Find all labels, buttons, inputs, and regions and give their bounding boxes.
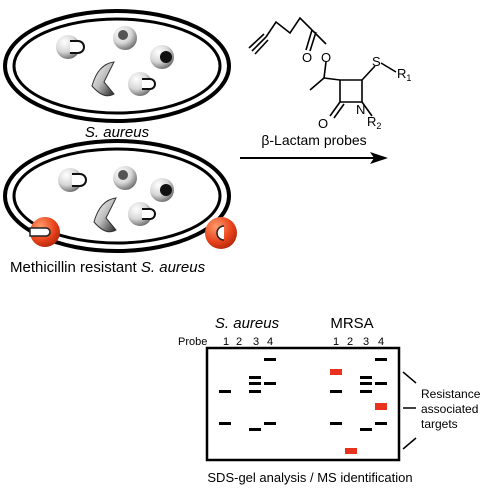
lane-number: 2 xyxy=(347,336,353,348)
gel-band xyxy=(360,382,372,385)
protein-icon xyxy=(58,168,87,192)
gel-band xyxy=(219,390,231,393)
gel-band xyxy=(375,382,387,385)
protein-icon xyxy=(128,202,156,226)
resistance-band xyxy=(345,448,357,454)
gel-band xyxy=(360,428,372,431)
lane-number: 3 xyxy=(253,336,259,348)
gel-group2-label: MRSA xyxy=(330,315,373,332)
structure-r2-label: R2 xyxy=(367,114,381,131)
protein-icon xyxy=(113,166,137,190)
structure-sulfur-label: S xyxy=(372,54,381,69)
cell-wall-outer xyxy=(3,9,231,123)
gel-group1-label: S. aureus xyxy=(215,315,280,332)
lane-number: 3 xyxy=(363,336,369,348)
cell-wall-inner xyxy=(12,147,222,245)
orange-resistance-protein-icon xyxy=(205,217,237,249)
orange-membrane-protein-icon xyxy=(29,217,60,247)
lane-number: 1 xyxy=(223,336,229,348)
protein-icon xyxy=(128,72,156,96)
structure-r1-label: R1 xyxy=(397,66,411,83)
gel-band xyxy=(264,382,276,385)
resistance-band xyxy=(330,369,342,375)
probes-label: β-Lactam probes xyxy=(261,132,366,148)
gel-band xyxy=(330,390,342,393)
lane-numbers-group2: 1 2 3 4 xyxy=(333,336,384,348)
gel-band xyxy=(360,376,372,379)
gel-band xyxy=(219,422,231,425)
structure-oxygen-label: O xyxy=(302,50,312,65)
cell-wall-outer xyxy=(3,139,231,253)
protein-icon xyxy=(113,26,137,50)
gel-bands xyxy=(219,358,387,454)
lane-number: 1 xyxy=(333,336,339,348)
resistance-band xyxy=(375,403,387,410)
resistance-label-line: targets xyxy=(421,417,458,431)
structure-nitrogen-label: N xyxy=(356,102,365,117)
mrsa-cell xyxy=(3,139,237,253)
mrsa-label: Methicillin resistant S. aureus xyxy=(10,259,206,276)
protein-wedge-icon xyxy=(93,197,117,233)
gel-band xyxy=(264,358,276,361)
gel-band xyxy=(330,422,342,425)
resistance-targets-label: Resistance associated targets xyxy=(421,387,481,431)
target-pointer-lines xyxy=(402,371,417,450)
structure-oxygen-label: O xyxy=(321,50,331,65)
lane-number: 4 xyxy=(267,336,273,348)
protein-icon xyxy=(56,35,85,59)
s-aureus-cell xyxy=(3,9,231,123)
gel-band xyxy=(249,390,261,393)
beta-lactam-structure xyxy=(248,16,397,119)
lane-numbers-group1: 1 2 3 4 xyxy=(223,336,273,348)
protein-icon xyxy=(150,45,174,69)
gel-band xyxy=(264,422,276,425)
protein-icon xyxy=(150,178,174,202)
gel-caption: SDS-gel analysis / MS identification xyxy=(207,470,412,485)
lane-number: 2 xyxy=(236,336,242,348)
gel-band xyxy=(360,390,372,393)
structure-oxygen-label: O xyxy=(318,116,328,131)
protein-wedge-icon xyxy=(91,61,115,97)
gel-band xyxy=(249,428,261,431)
gel-band xyxy=(375,358,387,361)
gel-frame xyxy=(205,346,401,462)
cell-wall-inner xyxy=(12,17,222,115)
lane-number: 4 xyxy=(378,336,384,348)
gel-band xyxy=(249,382,261,385)
gel-band xyxy=(249,376,261,379)
s-aureus-label: S. aureus xyxy=(85,124,150,141)
resistance-label-line: associated xyxy=(421,402,478,416)
probe-label: Probe xyxy=(178,336,207,348)
reaction-arrow xyxy=(240,152,388,164)
resistance-label-line: Resistance xyxy=(421,387,481,401)
gel-band xyxy=(375,422,387,425)
